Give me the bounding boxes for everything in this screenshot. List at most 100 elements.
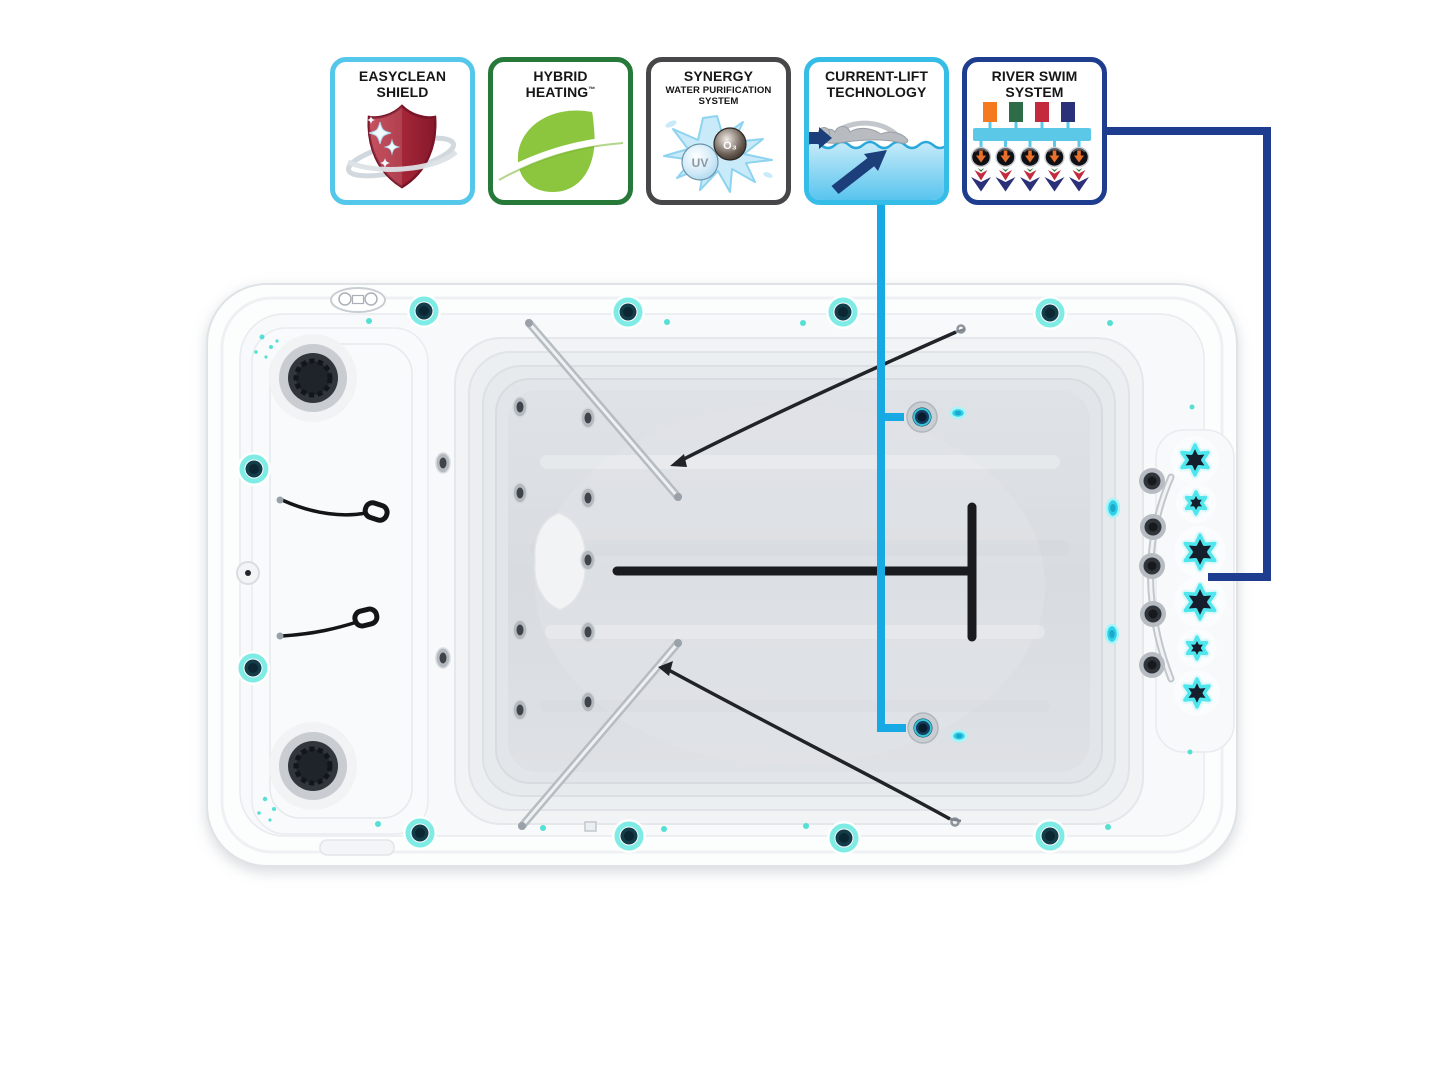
badge-title-line: RIVER SWIM (991, 68, 1078, 84)
tank-green (1009, 102, 1023, 123)
star-jet (1171, 436, 1219, 484)
backrest-jet (435, 452, 451, 474)
tank-navy (1061, 102, 1075, 123)
uv-ozone-splash-icon: O₃ UV (663, 114, 773, 193)
accent-dot (366, 318, 372, 324)
uv-bubble (681, 143, 719, 181)
backrest-jet (580, 549, 596, 571)
accent-dot (1189, 404, 1195, 410)
badge-title-line: TECHNOLOGY (826, 83, 927, 100)
ozone-bubble (713, 127, 747, 161)
grab-handle (352, 606, 380, 629)
rim-jet (611, 295, 645, 329)
water-streaks (530, 455, 1070, 712)
backrest-jets (435, 396, 596, 721)
rim-jet (407, 294, 441, 328)
seat-jet (1140, 601, 1166, 627)
backrest-jet (512, 699, 528, 721)
badge-hybrid-heating: HYBRID HEATING™ (488, 57, 633, 205)
backrest-jet (580, 407, 596, 429)
fittings (236, 561, 597, 856)
accent-dot (664, 319, 670, 325)
swim-basin (454, 337, 1144, 825)
rim-jet (403, 816, 437, 850)
star-jet (1174, 576, 1226, 628)
lift-arrow-icon (864, 150, 887, 171)
connector-river-swim (1104, 127, 1271, 581)
connector-current-lift (877, 200, 906, 732)
glow-light (1105, 497, 1121, 519)
badge-title-line: EASYCLEAN (358, 68, 447, 84)
rim-jet (827, 821, 861, 855)
accent-dot (803, 823, 809, 829)
river-jets-icon (970, 102, 1091, 193)
backrest-jet (580, 621, 596, 643)
rim-jet (237, 452, 271, 486)
swim-tether-cords (658, 324, 966, 827)
badge-title: CURRENT-LIFT TECHNOLOGY (809, 68, 944, 100)
badge-title-line: HEATING (525, 83, 589, 100)
backrest-jet (512, 619, 528, 641)
backrest-jet (512, 396, 528, 418)
badge-title: RIVER SWIM SYSTEM (967, 68, 1102, 100)
star-jet (1176, 483, 1216, 523)
seat-jet (1139, 652, 1165, 678)
speakers (279, 344, 347, 800)
badge-title: HYBRID HEATING™ (493, 68, 628, 100)
badge-title-line: SYSTEM (1005, 83, 1064, 100)
badge-title-line: SYSTEM (698, 95, 739, 107)
ozone-label: O₃ (723, 140, 737, 152)
grab-cords (276, 496, 390, 640)
badge-title: SYNERGY WATER PURIFICATION SYSTEM (651, 68, 786, 107)
accent-dot (275, 339, 279, 343)
accent-dot (254, 350, 258, 354)
star-jets (1171, 436, 1226, 716)
tank-orange (983, 102, 997, 123)
badge-title-line: WATER PURIFICATION (665, 84, 772, 96)
rim-jet (236, 651, 270, 685)
badge-title-line: SHIELD (376, 83, 429, 100)
speaker-grill (279, 344, 347, 412)
perimeter-jets (236, 294, 1067, 855)
swim-tether-rails (518, 319, 682, 830)
trademark-mark: ™ (588, 86, 596, 94)
badge-title-line: SYNERGY (683, 68, 754, 84)
accent-dot (1105, 824, 1111, 830)
seat-jet (1140, 514, 1166, 540)
accent-dot (661, 826, 667, 832)
lane-marker-t-bar (612, 502, 977, 642)
current-lift-jets (906, 401, 939, 744)
glow-light (950, 729, 968, 743)
backrest-jet (512, 482, 528, 504)
badge-title-line: HYBRID (533, 68, 588, 84)
seat-jet (1139, 468, 1165, 494)
badge-easyclean-shield: EASYCLEAN SHIELD (330, 57, 475, 205)
speaker-grill (279, 732, 347, 800)
star-jet (1174, 670, 1220, 716)
badge-title-line: CURRENT-LIFT (824, 68, 929, 84)
backrest-jet (580, 691, 596, 713)
tank-red (1035, 102, 1049, 123)
shield-sparkle-icon (345, 104, 458, 189)
accent-dot (268, 818, 272, 822)
accent-dot (257, 811, 261, 815)
connectors (877, 127, 1271, 732)
backrest-pillow (533, 512, 586, 611)
accent-dots (254, 318, 1195, 832)
accent-dot (269, 345, 273, 349)
feature-badge-row: EASYCLEAN SHIELD (330, 57, 1107, 205)
star-jet (1174, 526, 1226, 578)
rim-jet (826, 295, 860, 329)
badge-current-lift: CURRENT-LIFT TECHNOLOGY (804, 57, 949, 205)
glow-light (1104, 623, 1120, 645)
uv-label: UV (692, 156, 709, 170)
backrest-jet (435, 647, 451, 669)
badge-river-swim: RIVER SWIM SYSTEM (962, 57, 1107, 205)
badge-title: EASYCLEAN SHIELD (335, 68, 470, 100)
star-jet (1177, 628, 1217, 668)
badge-synergy-purification: SYNERGY WATER PURIFICATION SYSTEM (646, 57, 791, 205)
accent-dot (262, 796, 268, 802)
swimmer-silhouette (816, 125, 909, 144)
accent-dot (264, 355, 268, 359)
